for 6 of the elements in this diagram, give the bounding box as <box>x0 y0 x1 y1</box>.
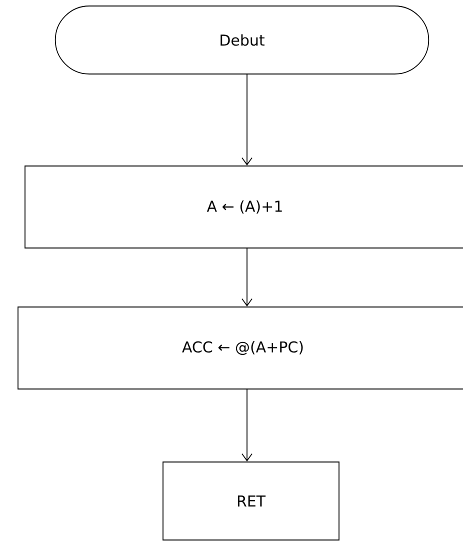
arrow <box>242 389 252 462</box>
arrow <box>242 248 252 307</box>
arrow <box>242 74 252 166</box>
process-box: ACC ← @(A+PC) <box>18 306 463 390</box>
process-box: RET <box>162 462 340 540</box>
process-box: A ← (A)+1 <box>24 166 463 248</box>
